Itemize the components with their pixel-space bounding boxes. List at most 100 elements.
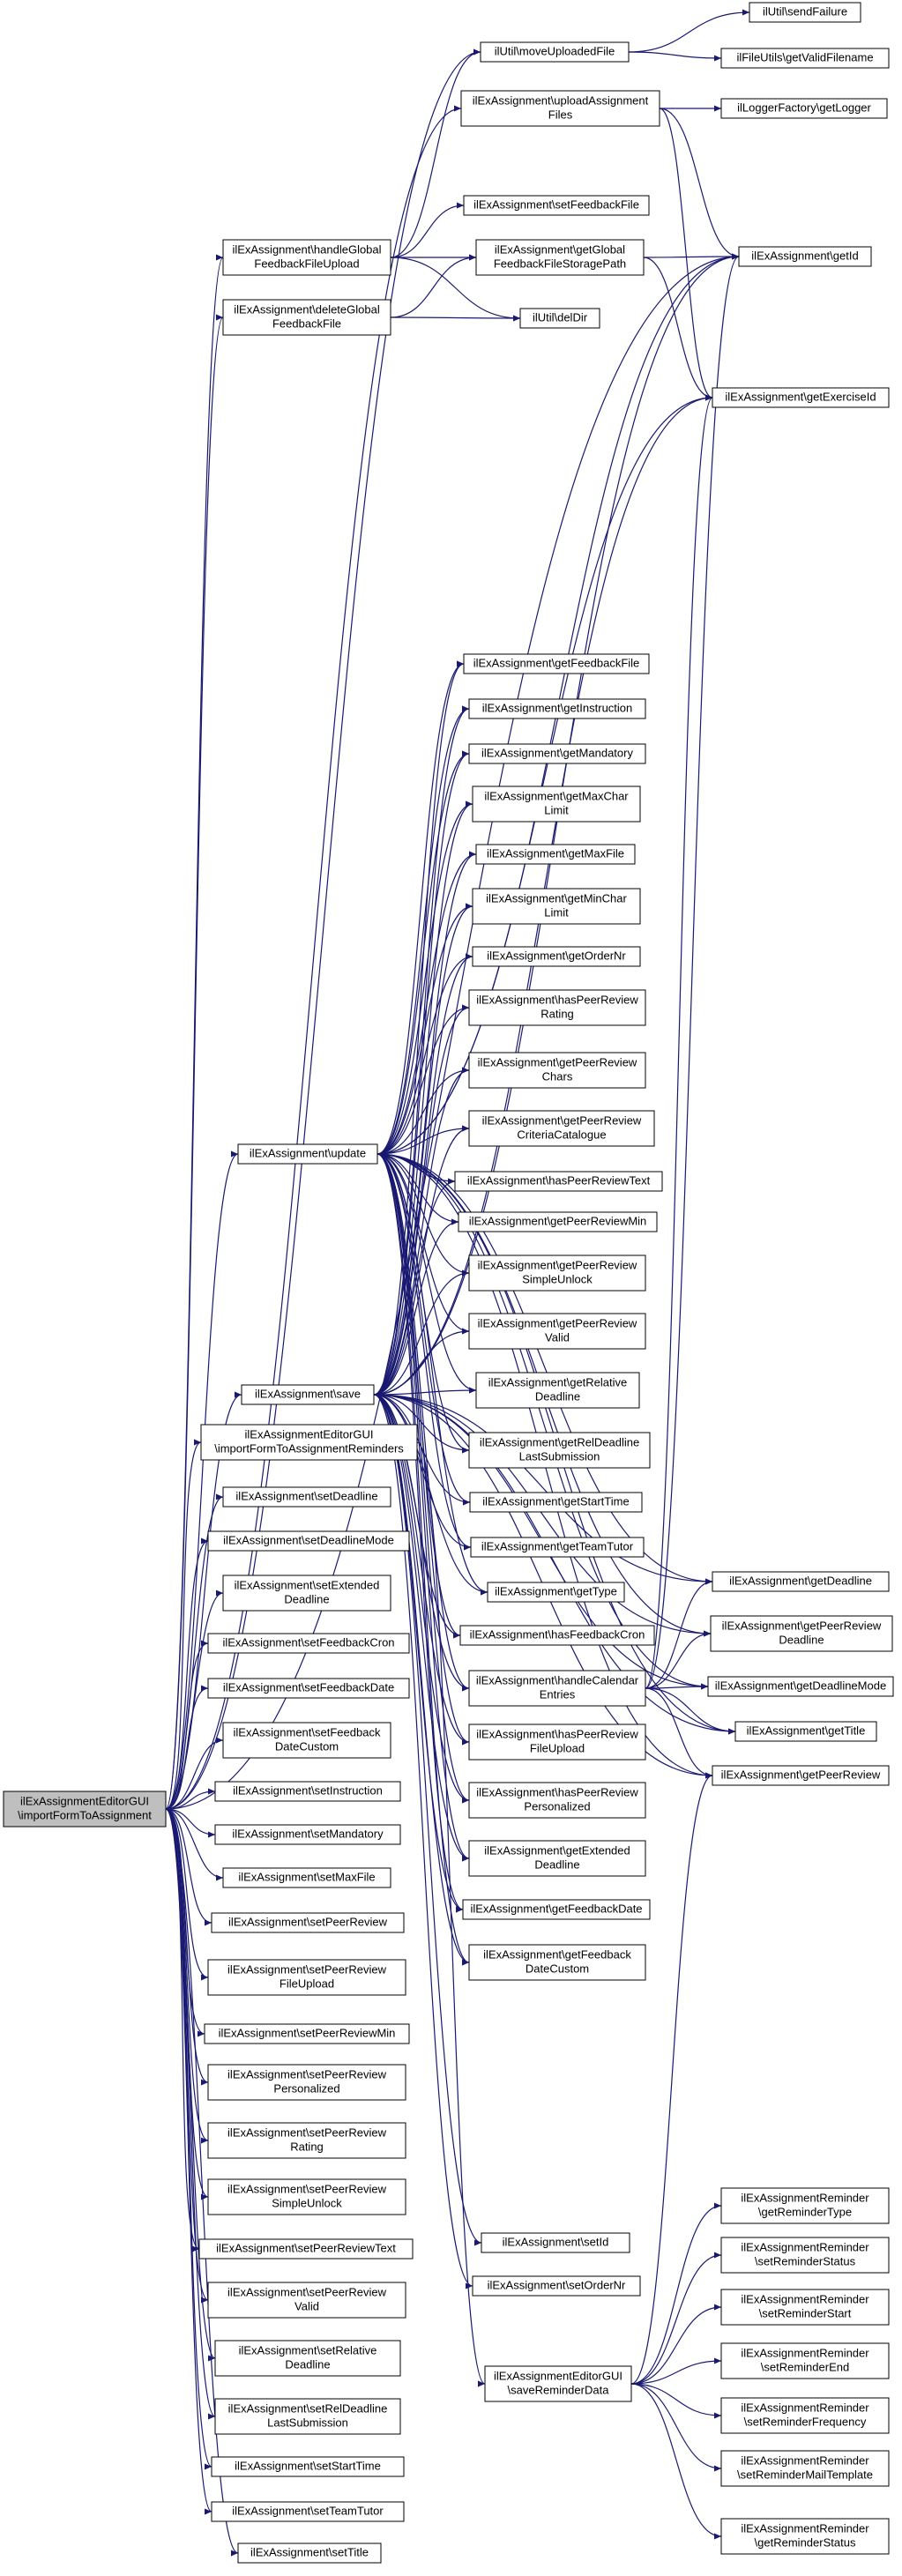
node-send-failure[interactable]: ilUtil\sendFailure [749, 2, 861, 23]
node-label: ilExAssignment\setPeerReview [228, 1915, 388, 1928]
node-get-global-path[interactable]: ilExAssignment\getGlobalFeedbackFileStor… [475, 239, 645, 276]
edge-handle-global-to-move-uploaded [390, 51, 481, 258]
node-rem-set-status[interactable]: ilExAssignmentReminder\setReminderStatus [720, 2237, 890, 2274]
node-get-peer-review[interactable]: ilExAssignment\getPeerReview [712, 1765, 890, 1786]
node-label: ilExAssignment\getFeedback [483, 1947, 631, 1961]
node-box [462, 1899, 651, 1920]
edge-root-to-set-extended [165, 1592, 224, 1810]
node-get-feedback-date[interactable]: ilExAssignment\getFeedbackDate [462, 1899, 651, 1920]
node-set-team-tutor[interactable]: ilExAssignment\setTeamTutor [211, 2501, 405, 2522]
node-get-prmin[interactable]: ilExAssignment\getPeerReviewMin [458, 1211, 658, 1232]
node-move-uploaded[interactable]: ilUtil\moveUploadedFile [480, 41, 630, 63]
node-box [480, 41, 630, 63]
node-set-order-nr[interactable]: ilExAssignment\setOrderNr [472, 2275, 641, 2297]
node-set-prtext[interactable]: ilExAssignment\setPeerReviewText [198, 2238, 414, 2260]
node-handle-global[interactable]: ilExAssignment\handleGlobalFeedbackFileU… [222, 239, 391, 276]
node-set-deadline-mode[interactable]: ilExAssignment\setDeadlineMode [207, 1530, 410, 1552]
node-save-reminder[interactable]: ilExAssignmentEditorGUI\saveReminderData [484, 2365, 632, 2402]
edge-save-to-get-min-char [373, 905, 473, 1396]
node-set-feedback-cron[interactable]: ilExAssignment\setFeedbackCron [207, 1633, 410, 1654]
node-get-title[interactable]: ilExAssignment\getTitle [734, 1721, 877, 1742]
edge-save-to-get-prdeadline [373, 1394, 712, 1634]
node-set-max-file[interactable]: ilExAssignment\setMaxFile [222, 1867, 391, 1888]
node-set-id[interactable]: ilExAssignment\setId [481, 2232, 630, 2253]
node-set-deadline[interactable]: ilExAssignment\setDeadline [222, 1486, 391, 1508]
edge-root-to-import-reminders [165, 1441, 202, 1810]
node-get-team-tutor[interactable]: ilExAssignment\getTeamTutor [470, 1537, 645, 1558]
node-label: ilExAssignment\setPeerReview [227, 2182, 387, 2195]
node-del-dir[interactable]: ilUtil\delDir [519, 308, 600, 329]
node-rem-get-type[interactable]: ilExAssignmentReminder\getReminderType [720, 2187, 890, 2224]
node-get-deadline-mode[interactable]: ilExAssignment\getDeadlineMode [707, 1676, 894, 1697]
node-get-valid-filename[interactable]: ilFileUtils\getValidFilename [720, 48, 890, 69]
node-update[interactable]: ilExAssignment\update [237, 1143, 378, 1165]
edge-upload-files-to-get-exercise-id [659, 108, 713, 398]
node-label: ilUtil\sendFailure [763, 4, 847, 18]
node-save[interactable]: ilExAssignment\save [241, 1384, 375, 1405]
node-rem-set-end[interactable]: ilExAssignmentReminder\setReminderEnd [720, 2342, 890, 2379]
node-get-max-file[interactable]: ilExAssignment\getMaxFile [475, 844, 636, 865]
node-get-logger[interactable]: ilLoggerFactory\getLogger [720, 98, 888, 119]
node-rem-set-mail[interactable]: ilExAssignmentReminder\setReminderMailTe… [720, 2450, 890, 2487]
node-get-exercise-id[interactable]: ilExAssignment\getExerciseId [712, 387, 890, 408]
node-has-feedback-cron[interactable]: ilExAssignment\hasFeedbackCron [459, 1625, 655, 1646]
node-rem-get-status[interactable]: ilExAssignmentReminder\getReminderStatus [720, 2518, 890, 2555]
node-set-title[interactable]: ilExAssignment\setTitle [237, 2542, 382, 2564]
node-set-peer-review[interactable]: ilExAssignment\setPeerReview [211, 1912, 405, 1933]
node-set-start-time[interactable]: ilExAssignment\setStartTime [211, 2456, 405, 2477]
arrowhead [194, 1439, 201, 1446]
node-label: ilExAssignmentReminder [741, 2346, 869, 2359]
node-get-start-time[interactable]: ilExAssignment\getStartTime [469, 1492, 643, 1513]
node-get-type[interactable]: ilExAssignment\getType [487, 1582, 625, 1603]
node-set-feedback-date[interactable]: ilExAssignment\setFeedbackDate [207, 1678, 410, 1699]
node-get-deadline[interactable]: ilExAssignment\getDeadline [712, 1571, 890, 1592]
node-label: ilExAssignment\getTeamTutor [481, 1539, 634, 1552]
node-set-feedback-file[interactable]: ilExAssignment\setFeedbackFile [463, 195, 650, 216]
node-rem-set-freq[interactable]: ilExAssignmentReminder\setReminderFreque… [720, 2397, 890, 2434]
node-rem-set-start[interactable]: ilExAssignmentReminder\setReminderStart [720, 2289, 890, 2326]
node-set-prmin[interactable]: ilExAssignment\setPeerReviewMin [204, 2023, 410, 2044]
node-set-rel-deadline-last[interactable]: ilExAssignment\setRelDeadlineLastSubmiss… [214, 2398, 401, 2435]
node-set-instruction[interactable]: ilExAssignment\setInstruction [214, 1781, 401, 1802]
node-root[interactable]: ilExAssignmentEditorGUI\importFormToAssi… [3, 1791, 167, 1828]
node-get-prcrit[interactable]: ilExAssignment\getPeerReviewCriteriaCata… [468, 1110, 655, 1147]
node-import-reminders[interactable]: ilExAssignmentEditorGUI\importFormToAssi… [200, 1424, 418, 1461]
node-get-mandatory[interactable]: ilExAssignment\getMandatory [468, 743, 646, 764]
node-label: Files [548, 108, 573, 121]
edge-root-to-set-feedback-date [165, 1687, 209, 1810]
node-get-feedback-file[interactable]: ilExAssignment\getFeedbackFile [463, 653, 650, 674]
node-get-instruction[interactable]: ilExAssignment\getInstruction [468, 698, 646, 719]
edge-save-to-get-instruction [373, 708, 470, 1396]
node-has-prtext[interactable]: ilExAssignment\hasPeerReviewText [454, 1171, 663, 1192]
node-get-order-nr[interactable]: ilExAssignment\getOrderNr [472, 946, 641, 967]
edge-update-to-get-instruction [376, 708, 470, 1155]
node-get-id[interactable]: ilExAssignment\getId [738, 246, 872, 267]
node-set-mandatory[interactable]: ilExAssignment\setMandatory [214, 1824, 401, 1845]
node-get-rel-deadline-last[interactable]: ilExAssignment\getRelDeadlineLastSubmiss… [468, 1432, 651, 1469]
node-label: Personalized [524, 1799, 590, 1813]
arrowhead [453, 1632, 460, 1639]
